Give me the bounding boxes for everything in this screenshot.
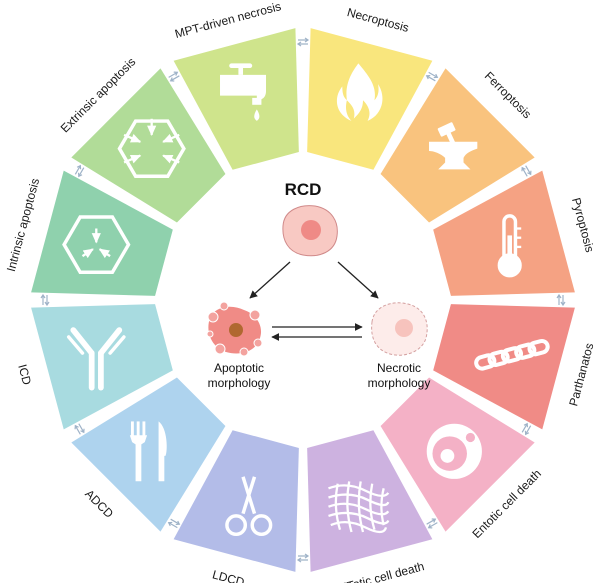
connector-arrows xyxy=(521,165,532,177)
segment-icons xyxy=(62,63,550,537)
chain-icon xyxy=(474,338,550,371)
hexagon-inward-arrows-icon xyxy=(62,215,131,274)
necrotic-label-line2: morphology xyxy=(368,376,431,390)
necrotic-label-line1: Necrotic xyxy=(377,361,421,375)
segment-label: LDCD xyxy=(211,567,247,583)
apoptotic-label-line2: morphology xyxy=(208,376,271,390)
segment-mpt-driven-necrosis xyxy=(173,28,299,170)
connector-arrows xyxy=(74,164,85,178)
segment-label: ICD xyxy=(15,363,34,387)
connector-arrows xyxy=(556,293,566,307)
segment-connectors xyxy=(40,37,566,563)
necrotic-cell xyxy=(371,302,428,356)
connector-arrows xyxy=(426,518,438,529)
segment-label: Parthanatos xyxy=(566,342,596,408)
segment-label: MPT-driven necrosis xyxy=(173,0,282,41)
segment-intrinsic-apoptosis xyxy=(31,170,173,296)
segment-label: ADCD xyxy=(82,487,116,521)
net-icon xyxy=(328,481,390,534)
normal-cell xyxy=(282,205,338,257)
apoptotic-cell xyxy=(206,301,263,357)
segments-ring xyxy=(31,28,575,572)
segment-ldcd xyxy=(173,430,299,572)
segment-label: Necroptosis xyxy=(346,5,411,35)
arrow-to-necrotic xyxy=(337,261,379,299)
connector-arrows xyxy=(521,422,532,436)
connector-arrows xyxy=(425,71,439,82)
segment-label: Intrinsic apoptosis xyxy=(4,177,42,273)
segment-extrinsic-apoptosis xyxy=(71,68,226,223)
scissors-icon xyxy=(225,476,273,537)
faucet-icon xyxy=(220,63,267,121)
segment-adcd xyxy=(71,377,226,532)
fork-knife-icon xyxy=(129,421,167,482)
connector-arrows xyxy=(296,37,310,47)
connector-arrows xyxy=(296,553,310,563)
apoptotic-label-line1: Apoptotic xyxy=(214,361,264,375)
connector-arrows xyxy=(168,71,180,82)
arrow-to-apoptotic xyxy=(249,261,291,299)
anvil-icon xyxy=(429,122,478,170)
flame-icon xyxy=(336,63,383,121)
segment-parthanatos xyxy=(433,304,575,430)
connector-arrows xyxy=(40,293,50,307)
thermometer-icon xyxy=(497,214,522,278)
cell-in-cell-icon xyxy=(426,423,482,479)
hexagon-outward-arrows-icon xyxy=(117,118,186,179)
connector-arrows xyxy=(74,423,85,435)
antibody-icon xyxy=(66,327,126,391)
segment-label: Pyroptosis xyxy=(569,196,597,254)
connector-arrows xyxy=(167,518,181,529)
rcd-title: RCD xyxy=(285,180,322,199)
center-panel: RCD Apoptotic morphology Necrotic mor xyxy=(206,180,431,390)
